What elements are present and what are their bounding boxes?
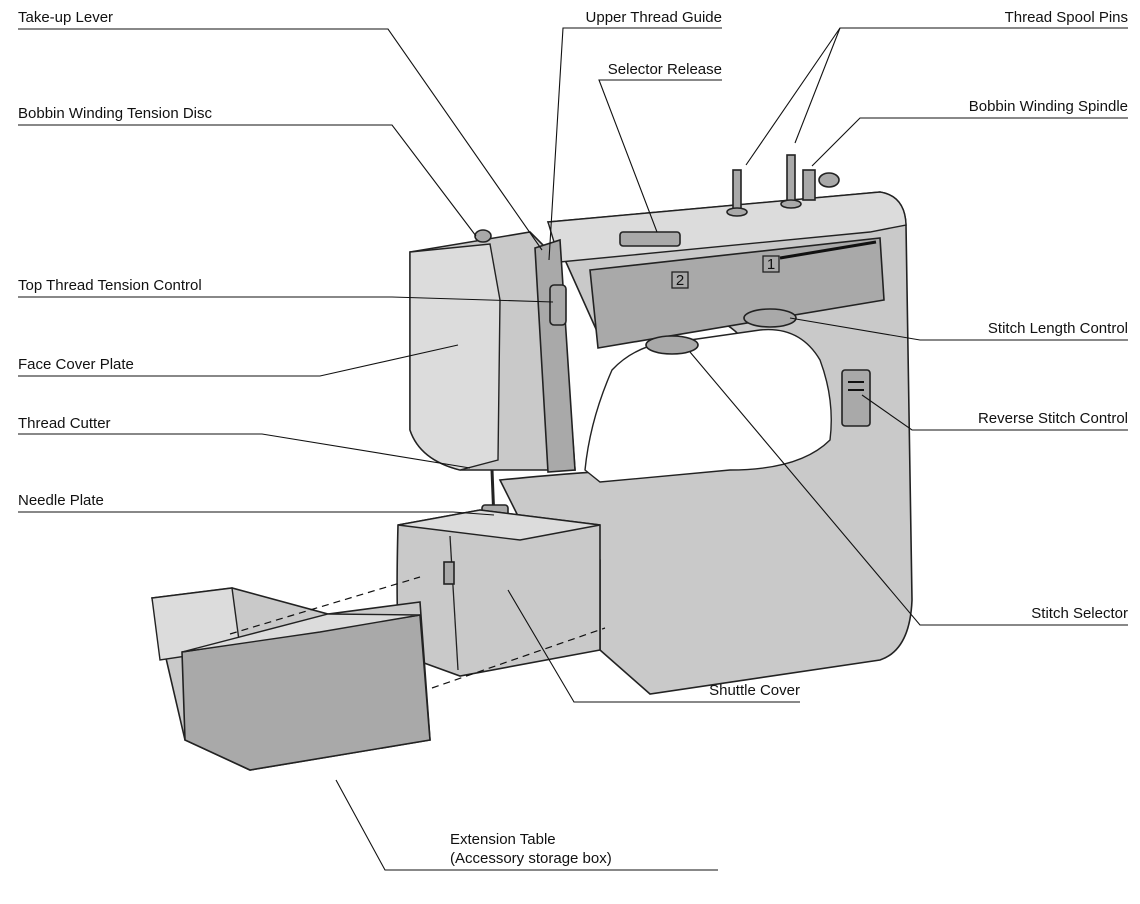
dial-marker-2: 2	[676, 272, 684, 289]
spool-pin-right	[786, 154, 796, 206]
label-bobbin-winding-tension-disc: Bobbin Winding Tension Disc	[18, 105, 212, 122]
bobbin-spindle	[802, 169, 816, 201]
label-face-cover-plate: Face Cover Plate	[18, 356, 134, 373]
label-thread-spool-pins: Thread Spool Pins	[1005, 9, 1128, 26]
leader-stitch-selector	[689, 351, 1128, 626]
sewing-machine-illustration: 2 1	[151, 154, 913, 771]
label-selector-release: Selector Release	[608, 61, 722, 78]
leader-thread-cutter	[18, 433, 471, 469]
label-stitch-selector: Stitch Selector	[1031, 605, 1128, 622]
leader-lines	[18, 27, 1128, 871]
arm-opening	[584, 328, 832, 483]
label-reverse-stitch-control: Reverse Stitch Control	[978, 410, 1128, 427]
label-top-thread-tension-control: Top Thread Tension Control	[18, 277, 202, 294]
label-take-up-lever: Take-up Lever	[18, 9, 113, 26]
label-extension-table-subtitle: (Accessory storage box)	[450, 850, 612, 867]
label-stitch-length-control: Stitch Length Control	[988, 320, 1128, 337]
reverse-stitch-lever[interactable]	[841, 369, 871, 427]
leader-shuttle-cover	[507, 589, 800, 703]
leader-take-up-lever	[18, 28, 543, 251]
label-upper-thread-guide: Upper Thread Guide	[586, 9, 722, 26]
leader-top-thread-tension-control	[18, 296, 554, 303]
label-bobbin-winding-spindle: Bobbin Winding Spindle	[969, 98, 1128, 115]
stitch-selector-dial[interactable]	[645, 335, 699, 355]
label-shuttle-cover: Shuttle Cover	[709, 682, 800, 699]
labels: Take-up Lever Upper Thread Guide Thread …	[18, 9, 1128, 867]
stitch-length-dial[interactable]	[743, 308, 797, 328]
leader-face-cover-plate	[18, 344, 459, 377]
leader-reverse-stitch-control	[861, 394, 1128, 431]
leader-bobbin-winding-spindle	[811, 117, 1128, 167]
label-thread-cutter: Thread Cutter	[18, 415, 111, 432]
leader-extension-table	[335, 779, 718, 871]
leader-thread-spool-pins	[745, 27, 1128, 166]
leader-stitch-length-control	[789, 317, 1128, 341]
dial-marker-1: 1	[767, 256, 775, 273]
label-needle-plate: Needle Plate	[18, 492, 104, 509]
label-extension-table: Extension Table	[450, 831, 556, 848]
machine-front-panel	[589, 237, 885, 349]
leader-selector-release	[598, 79, 722, 233]
leader-bobbin-winding-tension-disc	[18, 124, 477, 237]
face-cover-plate-part	[409, 243, 501, 471]
leader-needle-plate	[18, 511, 495, 516]
leader-upper-thread-guide	[548, 27, 722, 261]
